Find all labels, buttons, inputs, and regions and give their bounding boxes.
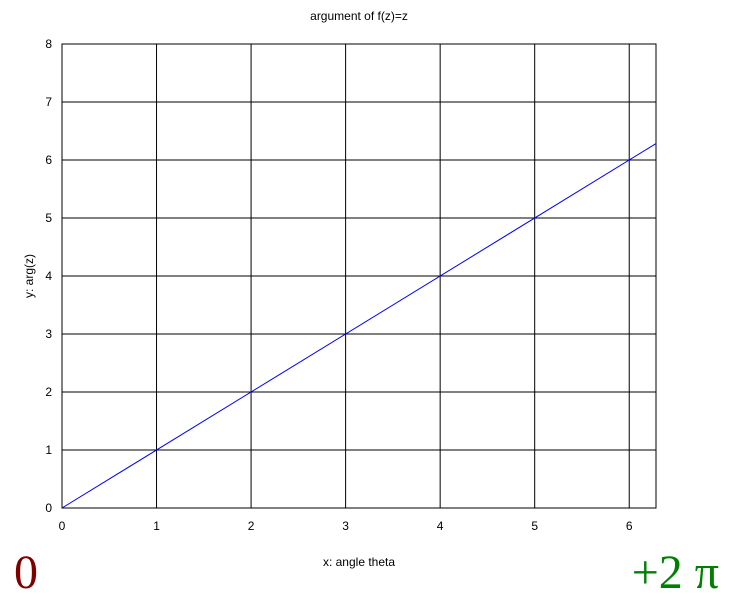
- series-line: [61, 143, 657, 509]
- x-axis-ticks: 0 1 2 3 4 5 6: [59, 519, 633, 533]
- x-axis-label: x: angle theta: [323, 555, 395, 569]
- x-tick-label: 1: [153, 519, 160, 533]
- grid: [62, 44, 656, 508]
- y-tick-label: 8: [45, 37, 52, 51]
- y-tick-label: 0: [45, 501, 52, 515]
- end-annotation: +2 π: [632, 546, 719, 594]
- plot-frame: [61, 43, 657, 509]
- y-tick-label: 2: [45, 385, 52, 399]
- start-annotation: 0: [14, 546, 38, 594]
- chart-title: argument of f(z)=z: [310, 9, 408, 23]
- y-tick-label: 3: [45, 327, 52, 341]
- y-axis-ticks: 0 1 2 3 4 5 6 7 8: [45, 37, 52, 515]
- y-tick-label: 6: [45, 153, 52, 167]
- y-tick-label: 7: [45, 95, 52, 109]
- x-tick-label: 2: [248, 519, 255, 533]
- y-axis-label: y: arg(z): [22, 254, 36, 298]
- x-tick-label: 0: [59, 519, 66, 533]
- x-tick-label: 4: [437, 519, 444, 533]
- x-tick-label: 5: [531, 519, 538, 533]
- y-tick-label: 5: [45, 211, 52, 225]
- x-tick-label: 3: [342, 519, 349, 533]
- y-tick-label: 4: [45, 269, 52, 283]
- series: [61, 143, 657, 509]
- y-tick-label: 1: [45, 443, 52, 457]
- x-tick-label: 6: [626, 519, 633, 533]
